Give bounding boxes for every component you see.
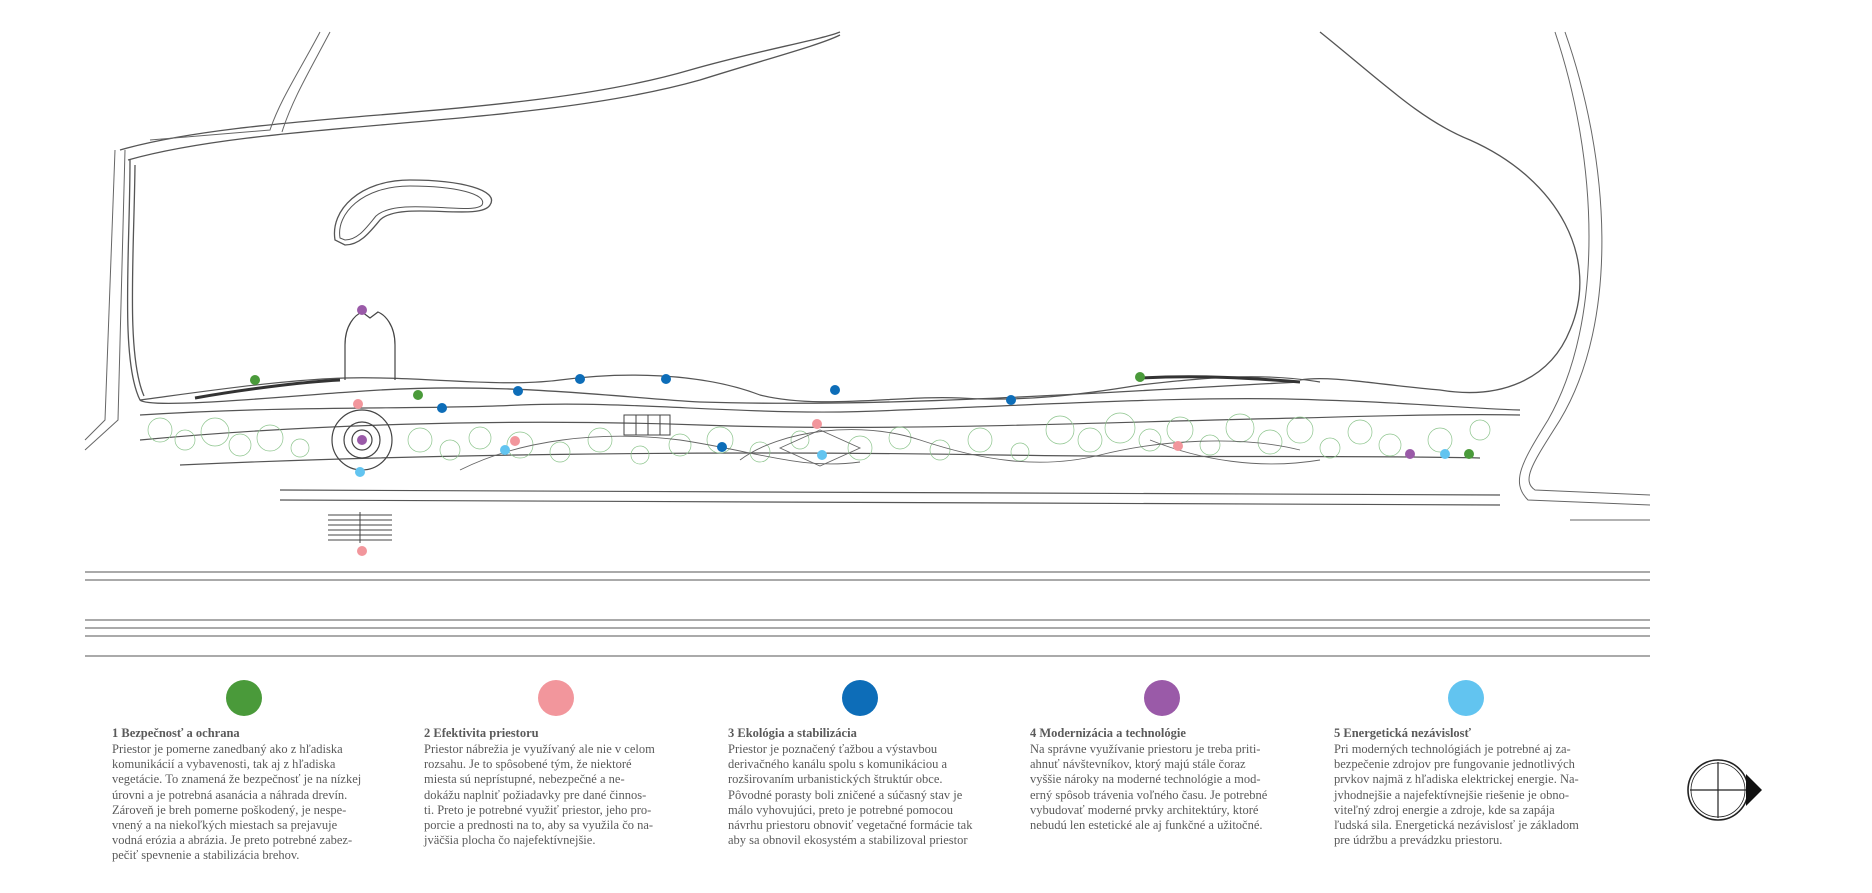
marker-blue bbox=[575, 374, 585, 384]
marker-green bbox=[1135, 372, 1145, 382]
parking-area bbox=[328, 512, 392, 543]
markers bbox=[250, 305, 1474, 556]
legend-text: Priestor je pomerne zanedbaný ako z hľad… bbox=[112, 742, 362, 863]
pavilion bbox=[623, 414, 671, 436]
marker-cyan bbox=[500, 445, 510, 455]
legend-item-3: 3 Ekológia a stabilizácia Priestor je po… bbox=[728, 680, 1018, 848]
park-paths bbox=[459, 429, 1321, 471]
legend-title: 5 Energetická nezávislosť bbox=[1334, 726, 1472, 740]
legend-item-4: 4 Modernizácia a technológie Na správne … bbox=[1030, 680, 1320, 833]
embankment bbox=[139, 374, 1521, 506]
marker-cyan bbox=[355, 467, 365, 477]
legend-text: Priestor nábrežia je využívaný ale nie v… bbox=[424, 742, 655, 848]
legend-title: 4 Modernizácia a technológie bbox=[1030, 726, 1186, 740]
right-road bbox=[1518, 31, 1651, 521]
legend-item-2: 2 Efektivita priestoru Priestor nábrežia… bbox=[424, 680, 714, 848]
legend-title: 1 Bezpečnosť a ochrana bbox=[112, 726, 240, 740]
marker-green bbox=[1464, 449, 1474, 459]
legend-text: Pri moderných technológiách je potrebné … bbox=[1334, 742, 1579, 848]
lake-outline bbox=[119, 31, 1581, 405]
legend-text: Na správne využívanie priestoru je treba… bbox=[1030, 742, 1268, 833]
marker-green bbox=[413, 390, 423, 400]
marker-cyan bbox=[817, 450, 827, 460]
legend-dot-blue bbox=[842, 680, 878, 716]
marker-pink bbox=[510, 436, 520, 446]
legend-dot-pink bbox=[538, 680, 574, 716]
marker-blue bbox=[661, 374, 671, 384]
dark-shore-right bbox=[1139, 375, 1301, 384]
marker-blue bbox=[717, 442, 727, 452]
pond-outline bbox=[333, 179, 493, 246]
marker-pink bbox=[357, 546, 367, 556]
vegetation bbox=[147, 412, 1491, 465]
legend-title: 3 Ekológia a stabilizácia bbox=[728, 726, 857, 740]
marker-purple bbox=[357, 305, 367, 315]
marker-pink bbox=[1173, 441, 1183, 451]
dark-shore-left bbox=[194, 378, 341, 400]
north-arrow-icon bbox=[1687, 759, 1762, 821]
legend-text: Priestor je poznačený ťažbou a výstavbou… bbox=[728, 742, 973, 848]
legend-dot-cyan bbox=[1448, 680, 1484, 716]
marker-green bbox=[250, 375, 260, 385]
legend-item-1: 1 Bezpečnosť a ochrana Priestor je pomer… bbox=[112, 680, 402, 864]
marker-blue bbox=[830, 385, 840, 395]
marker-pink bbox=[812, 419, 822, 429]
main-road bbox=[85, 571, 1650, 657]
legend-item-5: 5 Energetická nezávislosť Pri moderných … bbox=[1334, 680, 1624, 848]
left-road bbox=[84, 31, 331, 451]
marker-purple bbox=[357, 435, 367, 445]
legend-dot-green bbox=[226, 680, 262, 716]
pond-inner-outline bbox=[339, 185, 484, 241]
marker-blue bbox=[513, 386, 523, 396]
marker-purple bbox=[1405, 449, 1415, 459]
marker-pink bbox=[353, 399, 363, 409]
marker-blue bbox=[1006, 395, 1016, 405]
marker-cyan bbox=[1440, 449, 1450, 459]
legend-title: 2 Efektivita priestoru bbox=[424, 726, 539, 740]
legend-dot-purple bbox=[1144, 680, 1180, 716]
marker-blue bbox=[437, 403, 447, 413]
